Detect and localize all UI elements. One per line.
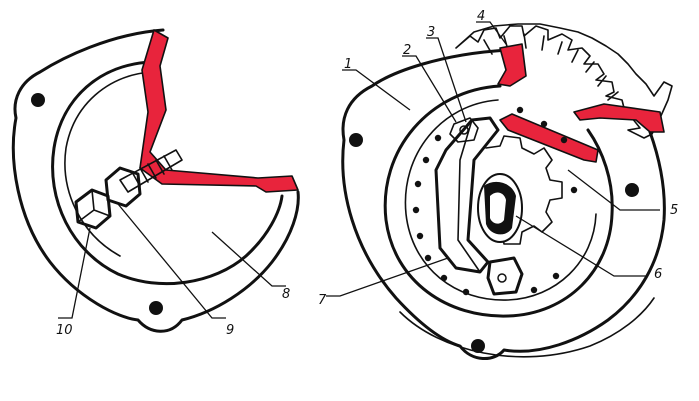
- label-5: 5: [670, 203, 678, 218]
- housing-bore-outer: [383, 84, 614, 318]
- cover-inner-ring-2: [64, 71, 151, 257]
- housing-hole-left: [349, 133, 363, 147]
- driven-gear: [455, 23, 673, 139]
- cover-inner-ring: [51, 60, 284, 286]
- leader-2: [402, 55, 457, 123]
- bracket-bolt: [449, 117, 479, 143]
- screw-thread: [119, 149, 183, 193]
- label-4: 4: [477, 9, 485, 24]
- housing-outline-lower: [399, 297, 655, 358]
- bracket-lower-tab: [486, 256, 524, 296]
- housing-hole-bottom: [471, 339, 485, 353]
- leader-8: [211, 231, 286, 287]
- label-2: 2: [403, 43, 411, 58]
- leader-3: [426, 37, 467, 123]
- housing-outline: [341, 48, 666, 360]
- label-1: 1: [344, 57, 352, 72]
- label-9: 9: [226, 323, 234, 338]
- leader-5: [567, 169, 660, 211]
- housing-section-top: [497, 43, 527, 87]
- housing-bore-inner: [404, 99, 597, 301]
- leader-4: [476, 21, 507, 45]
- cover-section-cut: [139, 29, 299, 193]
- leader-6: [515, 215, 648, 277]
- mount-hole-top-left: [31, 93, 45, 107]
- label-7: 7: [318, 293, 327, 308]
- leader-10: [58, 227, 91, 319]
- housing-section-right: [573, 103, 665, 133]
- cover-assembly: [11, 28, 300, 333]
- clamp-bracket: [434, 116, 500, 274]
- mount-hole-bottom: [149, 301, 163, 315]
- leader-1: [342, 69, 411, 111]
- leader-7: [326, 257, 449, 297]
- label-10: 10: [56, 323, 73, 338]
- leader-9: [117, 203, 226, 319]
- cover-flange-outline: [11, 28, 300, 333]
- adjusting-screw: [74, 149, 183, 230]
- label-6: 6: [654, 267, 662, 282]
- housing-hole-right: [625, 183, 639, 197]
- housing-section-mid: [499, 113, 599, 163]
- label-8: 8: [282, 287, 290, 302]
- pump-assembly: [326, 21, 673, 360]
- label-3: 3: [427, 25, 435, 40]
- drive-gear: [485, 135, 563, 245]
- bolt-hole-ring: [412, 106, 578, 296]
